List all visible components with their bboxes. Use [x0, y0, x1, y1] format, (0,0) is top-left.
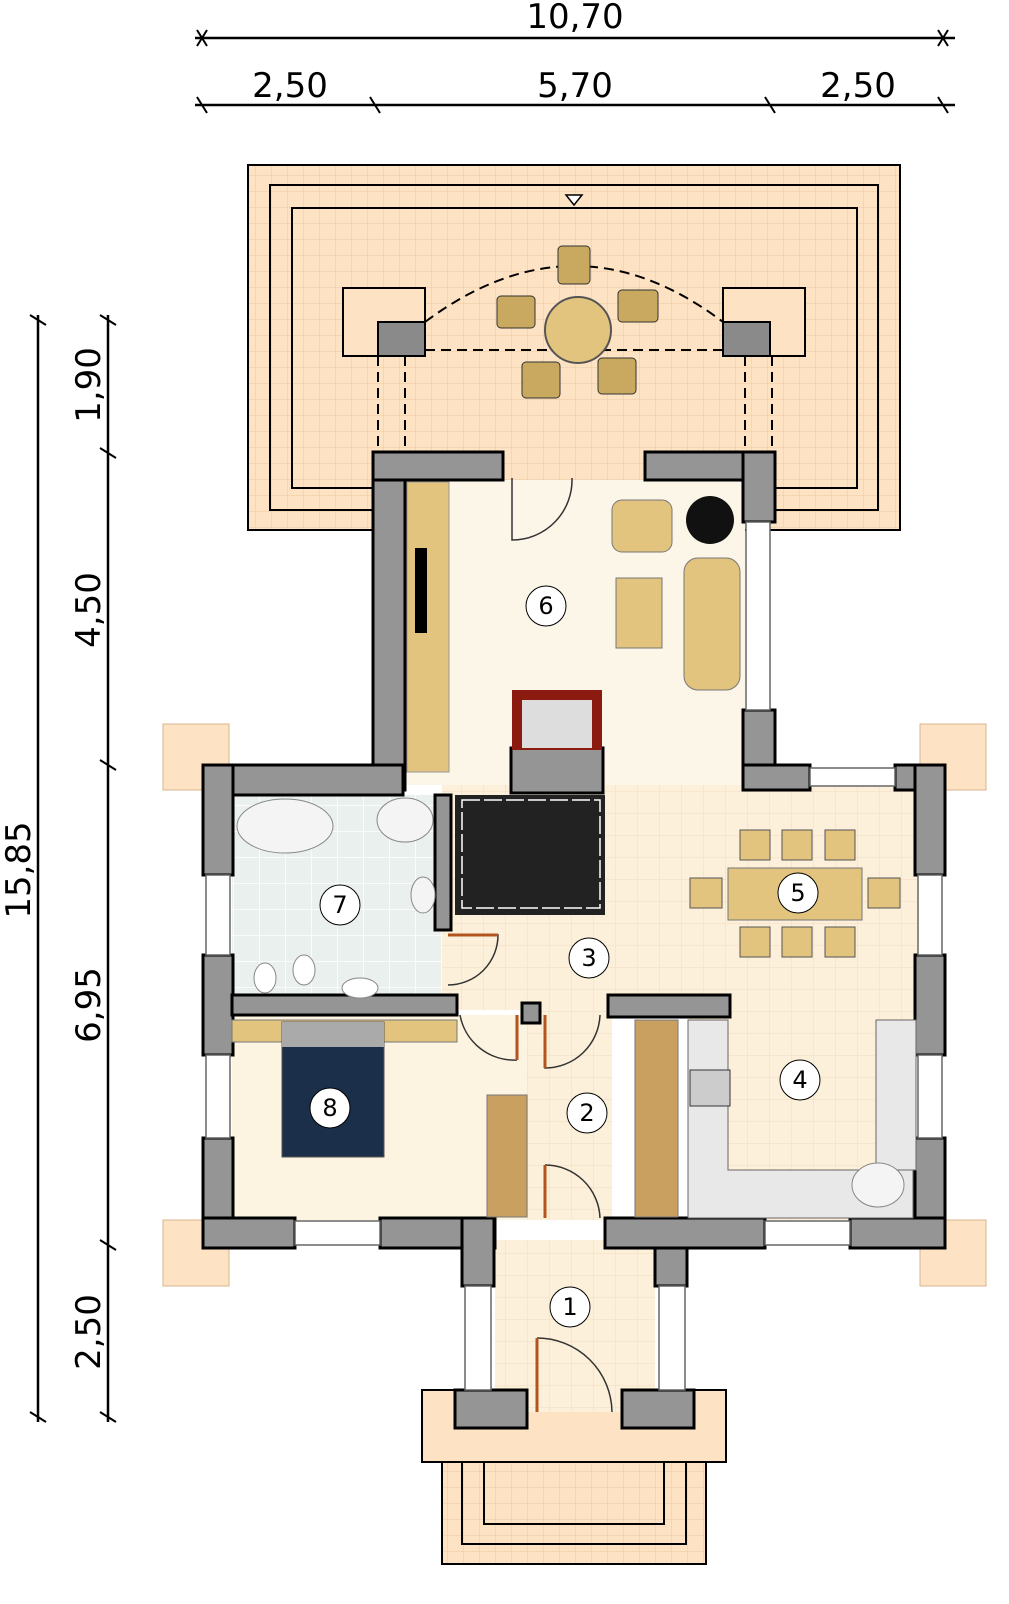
dim-total-width: 10,70 — [526, 0, 623, 37]
dim-right-wing: 2,50 — [820, 66, 896, 106]
dim-total-depth: 15,85 — [0, 821, 39, 918]
room-marker-3: 3 — [568, 937, 610, 979]
dim-entrance-depth: 2,50 — [69, 1294, 109, 1370]
dimension-lines — [29, 29, 955, 1423]
room-marker-1: 1 — [549, 1286, 591, 1328]
patio-table-set — [496, 245, 659, 399]
dim-left-wing: 2,50 — [252, 66, 328, 106]
svg-text:7: 7 — [332, 891, 347, 919]
room-marker-7: 7 — [319, 884, 361, 926]
plant-icon — [686, 496, 734, 544]
dim-middle-depth: 6,95 — [69, 967, 109, 1043]
svg-text:8: 8 — [322, 1094, 337, 1122]
svg-text:4: 4 — [792, 1066, 807, 1094]
svg-text:1: 1 — [562, 1293, 577, 1321]
room-marker-4: 4 — [779, 1059, 821, 1101]
dim-center: 5,70 — [537, 66, 613, 106]
windows — [205, 521, 943, 1391]
room-marker-8: 8 — [309, 1087, 351, 1129]
svg-text:5: 5 — [790, 879, 805, 907]
room-marker-6: 6 — [525, 585, 567, 627]
svg-text:2: 2 — [579, 1099, 594, 1127]
svg-text:6: 6 — [538, 592, 553, 620]
room-marker-2: 2 — [566, 1092, 608, 1134]
walls — [201, 450, 947, 1430]
svg-text:3: 3 — [581, 944, 596, 972]
rear-terrace — [247, 164, 901, 531]
dim-living-depth: 4,50 — [69, 572, 109, 648]
room-marker-5: 5 — [777, 872, 819, 914]
dim-terrace-depth: 1,90 — [69, 347, 109, 423]
door-leaves — [448, 933, 547, 1412]
